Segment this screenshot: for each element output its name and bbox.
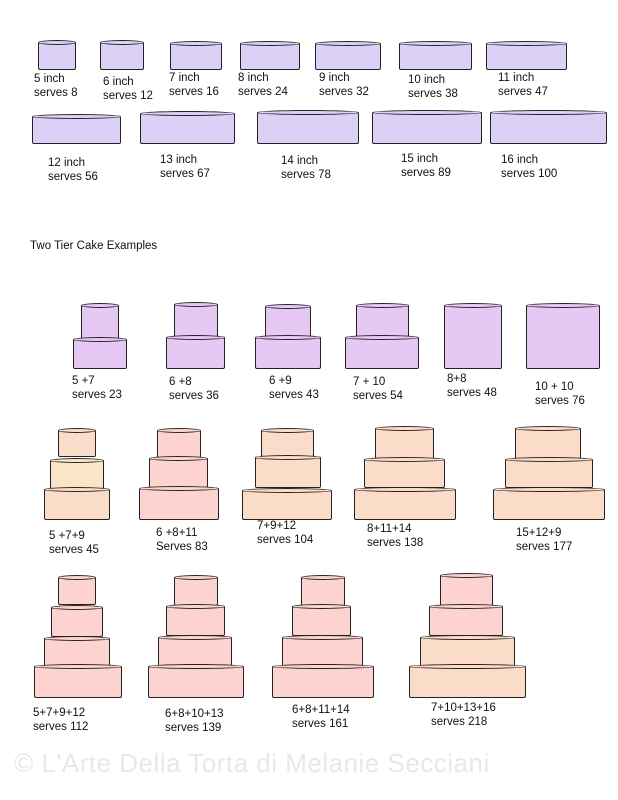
cake-tier [345,335,419,369]
tier-15-inch [372,110,482,144]
cake-tier [51,605,103,637]
cake-tier [375,426,434,459]
cake-tier [157,428,201,458]
cake-tier [364,457,445,488]
cake-tier [58,575,96,605]
cake-tier [420,635,515,667]
tier-9-inch [315,41,381,70]
tier-8-inch [240,41,300,70]
cake-tier [505,457,593,488]
cake-tier [272,664,374,698]
cake-tier [292,604,351,636]
cake-tier [301,575,345,606]
cake-tier [174,302,218,337]
cake-tier [81,303,119,339]
cake-tier [34,664,122,698]
cake-tier [50,458,104,489]
cake-tier [174,575,218,606]
cake-tier [73,337,127,369]
tier-14-inch [257,110,359,144]
watermark: © L'Arte Della Torta di Melanie Secciani [14,748,490,778]
section-heading: Two Tier Cake Examples [30,240,158,252]
tier-16-inch [490,110,607,144]
cake-tier [166,604,225,636]
tier-6-inch [100,40,144,70]
tier-12-inch [32,114,121,144]
cake-tier [429,604,503,636]
cake-tier [261,428,314,457]
cake-tier [255,335,321,369]
cake-tier [242,488,332,520]
cake-tier [149,456,208,488]
cake-tier [493,487,605,520]
cake-tier [354,487,456,520]
cake-tier [58,428,96,457]
tier-5-inch [38,40,76,70]
cake-tier [526,303,600,369]
cake-tier [148,664,244,698]
cake-tier [444,303,502,369]
cake-tier [356,303,409,337]
cake-tier [255,455,321,488]
tier-13-inch [140,111,235,144]
cake-tier [166,335,225,369]
cake-tier [265,304,311,337]
cake-tier [282,635,363,667]
cake-tier [440,573,493,606]
tier-7-inch [170,41,222,70]
cake-tier [515,426,581,459]
tier-10-inch [399,41,472,70]
tier-11-inch [486,41,567,70]
cake-tier [44,487,110,520]
cake-tier [139,486,219,520]
cake-tier [44,636,110,668]
cake-tier [409,664,526,698]
